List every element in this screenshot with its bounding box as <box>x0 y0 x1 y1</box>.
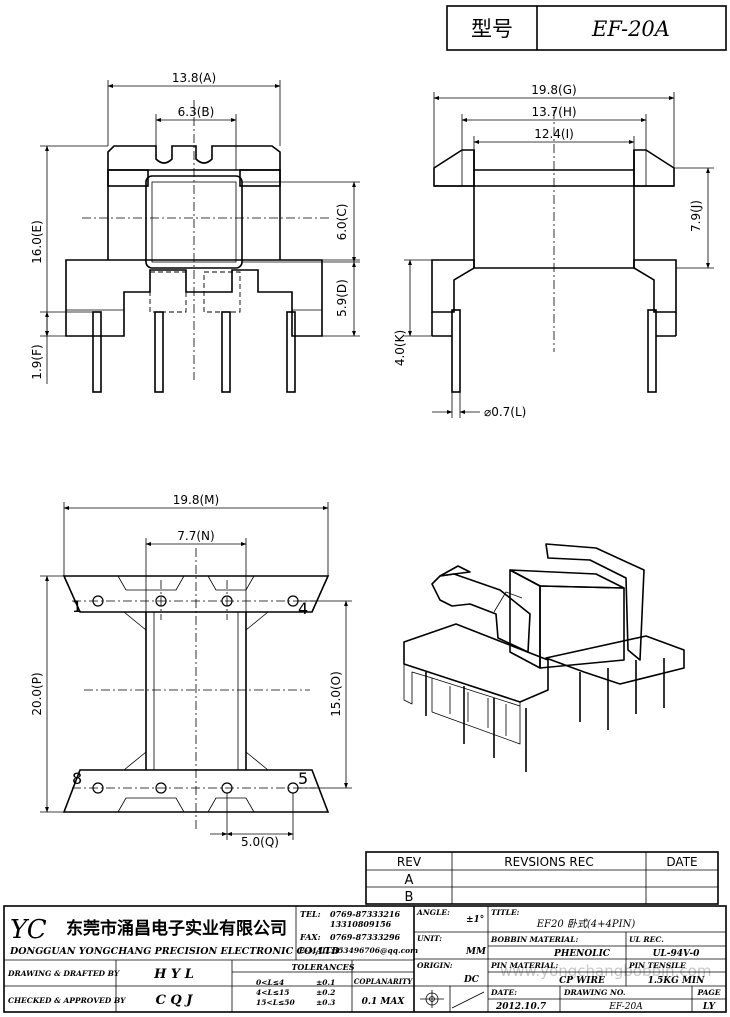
company-logo: YC <box>10 915 47 945</box>
pin-4-label: 4 <box>298 599 308 618</box>
checked-by: C Q J <box>156 993 194 1008</box>
title-label: TITLE: <box>491 908 520 917</box>
dim-l: ⌀0.7(L) <box>484 405 526 419</box>
drawing-no-value: EF-20A <box>608 1002 643 1012</box>
date-label: DATE: <box>490 988 517 997</box>
rev-row-a: A <box>405 873 414 888</box>
tol-range-2: 4<L≤15 <box>256 988 290 997</box>
origin-value: DC <box>463 975 480 985</box>
angle-label: ANGLE: <box>416 908 450 917</box>
pin-5-label: 5 <box>298 769 308 788</box>
pin-8-label: 8 <box>72 769 82 788</box>
dim-h: 13.7(H) <box>531 105 576 119</box>
bobbin-value: PHENOLIC <box>553 949 611 959</box>
tol-range-3: 15<L≤50 <box>256 998 295 1007</box>
pin-1-label: 1 <box>72 597 82 616</box>
page-label: PAGE <box>696 988 720 997</box>
origin-label: ORIGIN: <box>417 961 453 970</box>
dim-e: 16.0(E) <box>30 220 44 264</box>
dim-i: 12.4(I) <box>534 127 574 141</box>
ul-label: UL REC. <box>629 935 664 944</box>
email-label: E-MAIL: <box>298 946 334 955</box>
page-value: LY <box>702 1002 717 1012</box>
projection-slash <box>451 991 485 1009</box>
coplanarity-label: COPLANARITY <box>354 977 413 986</box>
coplanarity-value: 0.1 MAX <box>362 997 406 1007</box>
email-value: 353496706@qq.com <box>333 946 418 955</box>
dim-p: 20.0(P) <box>30 672 44 715</box>
angle-value: ±1° <box>466 915 484 925</box>
dim-o: 15.0(O) <box>329 671 343 717</box>
dim-n: 7.7(N) <box>177 529 214 543</box>
dim-d: 5.9(D) <box>335 279 349 317</box>
ul-value: UL-94V-0 <box>653 949 701 959</box>
dim-q: 5.0(Q) <box>241 835 279 849</box>
watermark: www.yongchangbobbin.com <box>500 962 711 980</box>
dim-a: 13.8(A) <box>172 71 216 85</box>
tol-range-1: 0<L≤4 <box>256 978 284 987</box>
unit-value: MM <box>465 947 487 957</box>
date-value: 2012.10.7 <box>495 1002 547 1012</box>
type-label: 型号 <box>471 17 513 41</box>
pin-tensile-value: 1.5KG MIN <box>648 976 705 986</box>
dim-k: 4.0(K) <box>393 330 407 366</box>
tol-value-1: ±0.1 <box>316 978 335 987</box>
dim-g: 19.8(G) <box>531 83 576 97</box>
bottom-view: 1 4 8 5 19.8(M) 7.7(N) 20.0(P) 15.0(O) 5… <box>30 493 352 849</box>
drawn-label: DRAWING & DRAFTED BY <box>7 969 120 978</box>
fax-label: FAX: <box>299 932 321 942</box>
company-name-en: DONGGUAN YONGCHANG PRECISION ELECTRONIC … <box>9 946 340 957</box>
projection-symbol-icon <box>420 990 444 1008</box>
mobile-value: 13310809156 <box>330 919 392 929</box>
tel-label: TEL: <box>300 909 321 919</box>
drawn-by: H Y L <box>153 967 194 982</box>
unit-label: UNIT: <box>417 934 442 943</box>
pin-tensile-label: PIN TENSILE <box>628 961 686 970</box>
title-value: EF20 卧式(4+4PIN) <box>536 918 636 930</box>
rev-header: REV <box>397 855 422 869</box>
rev-row-b: B <box>405 890 414 905</box>
isometric-view <box>403 543 685 772</box>
dim-m: 19.8(M) <box>173 493 219 507</box>
tol-value-3: ±0.3 <box>316 998 335 1007</box>
dim-f: 1.9(F) <box>30 344 44 379</box>
tolerances-label: TOLERANCES <box>291 962 354 972</box>
pin-material-label: PIN MATERIAL: <box>490 961 558 970</box>
pin-material-value: CP WIRE <box>559 976 605 986</box>
bobbin-label: BOBBIN MATERIAL: <box>490 935 579 944</box>
company-name-cn: 东莞市涌昌电子实业有限公司 <box>66 918 287 939</box>
revision-table: REV REVSIONS REC DATE A B <box>365 851 719 905</box>
title-block: YC 东莞市涌昌电子实业有限公司 DONGGUAN YONGCHANG PREC… <box>3 905 727 1013</box>
side-view: 19.8(G) 13.7(H) 12.4(I) 7.9(J) 4.0(K) ⌀0… <box>393 83 714 419</box>
model-header: 型号 EF-20A <box>446 5 727 51</box>
dim-b: 6.3(B) <box>178 105 215 119</box>
dim-c: 6.0(C) <box>335 204 349 241</box>
date-header: DATE <box>666 855 697 869</box>
fax-value: 0769-87333296 <box>330 932 401 942</box>
model-number: EF-20A <box>591 17 670 41</box>
tol-value-2: ±0.2 <box>316 988 335 997</box>
front-view: 13.8(A) 6.3(B) 6.0(C) 5.9(D) 16.0(E) 1.9… <box>30 71 360 393</box>
tel-value: 0769-87333216 <box>330 909 401 919</box>
checked-label: CHECKED & APPROVED BY <box>8 996 126 1005</box>
revisions-header: REVSIONS REC <box>504 855 593 869</box>
dim-j: 7.9(J) <box>689 200 703 232</box>
drawing-no-label: DRAWING NO. <box>563 988 626 997</box>
